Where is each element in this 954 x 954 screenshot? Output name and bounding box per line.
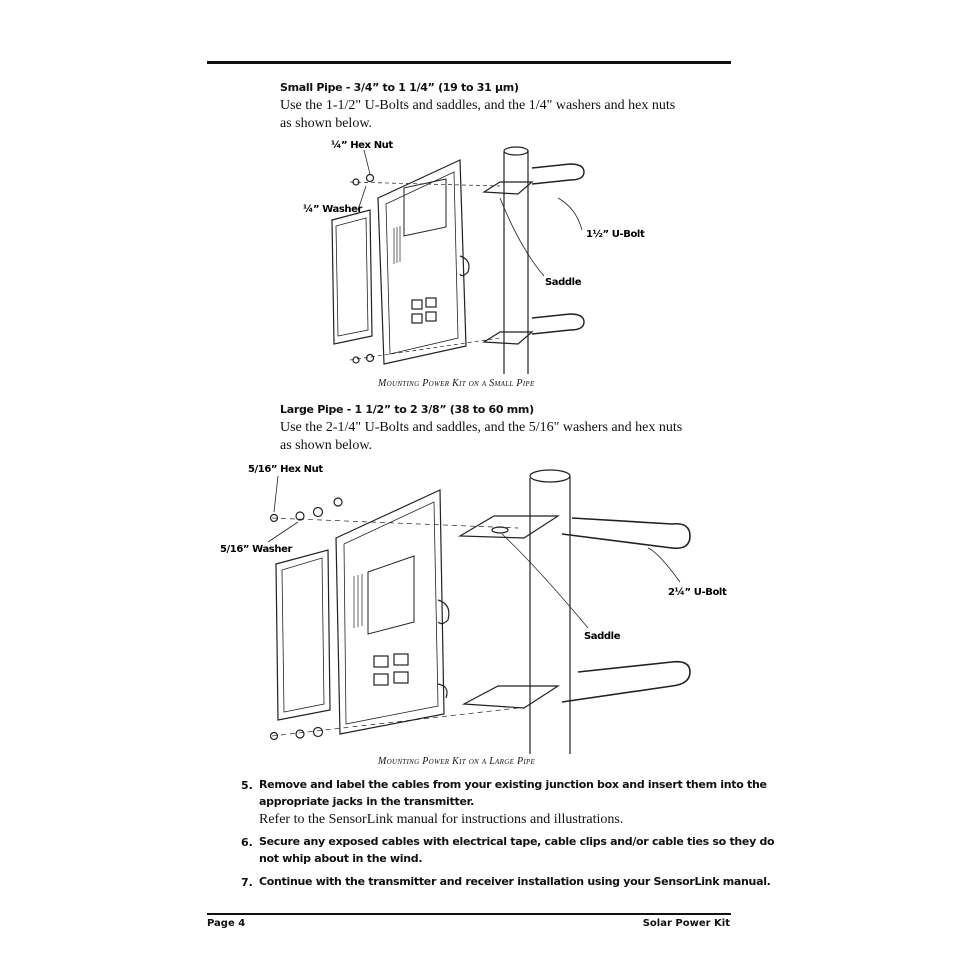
small-hex-nut-label: ¼” Hex Nut bbox=[331, 139, 393, 151]
top-rule bbox=[207, 61, 731, 64]
step-6-line1: Secure any exposed cables with electrica… bbox=[259, 835, 775, 848]
large-pipe-heading: Large Pipe - 1 1/2” to 2 3/8” (38 to 60 … bbox=[280, 403, 534, 416]
footer-title: Solar Power Kit bbox=[642, 918, 730, 929]
step-5-number: 5. bbox=[241, 779, 253, 792]
large-pipe-diagram: 5/16” Hex Nut 5/16” Washer 2¼” U-Bolt Sa… bbox=[220, 464, 727, 754]
footer-page-number: Page 4 bbox=[207, 918, 246, 929]
small-u-bolt-label: 1½” U-Bolt bbox=[586, 229, 645, 240]
large-pipe-text-line1: Use the 2-1/4" U-Bolts and saddles, and … bbox=[280, 420, 683, 435]
large-u-bolt-label: 2¼” U-Bolt bbox=[668, 586, 727, 598]
large-hex-nut-label: 5/16” Hex Nut bbox=[248, 464, 323, 475]
small-pipe-caption: Mounting Power Kit on a Small Pipe bbox=[378, 378, 535, 389]
large-pipe-text-line2: as shown below. bbox=[280, 438, 373, 453]
step-7-line1: Continue with the transmitter and receiv… bbox=[259, 875, 771, 888]
step-6-number: 6. bbox=[241, 836, 253, 849]
step-6-line2: not whip about in the wind. bbox=[259, 852, 423, 865]
large-pipe-caption: Mounting Power Kit on a Large Pipe bbox=[378, 756, 536, 767]
small-pipe-heading: Small Pipe - 3/4” to 1 1/4” (19 to 31 μm… bbox=[280, 81, 519, 94]
large-saddle-label: Saddle bbox=[584, 631, 621, 642]
step-5-line2: appropriate jacks in the transmitter. bbox=[259, 795, 475, 808]
step-5-note: Refer to the SensorLink manual for instr… bbox=[259, 812, 624, 827]
step-5-line1: Remove and label the cables from your ex… bbox=[259, 778, 767, 791]
small-washer-label: ¼” Washer bbox=[303, 203, 362, 215]
small-pipe-text-line1: Use the 1-1/2" U-Bolts and saddles, and … bbox=[280, 98, 676, 113]
step-7-number: 7. bbox=[241, 876, 253, 889]
bottom-rule bbox=[207, 913, 731, 915]
large-washer-label: 5/16” Washer bbox=[220, 544, 292, 555]
small-pipe-diagram: ¼” Hex Nut ¼” Washer 1½” U-Bolt Saddle bbox=[303, 139, 645, 374]
small-pipe-text-line2: as shown below. bbox=[280, 116, 373, 131]
small-saddle-label: Saddle bbox=[545, 277, 582, 288]
